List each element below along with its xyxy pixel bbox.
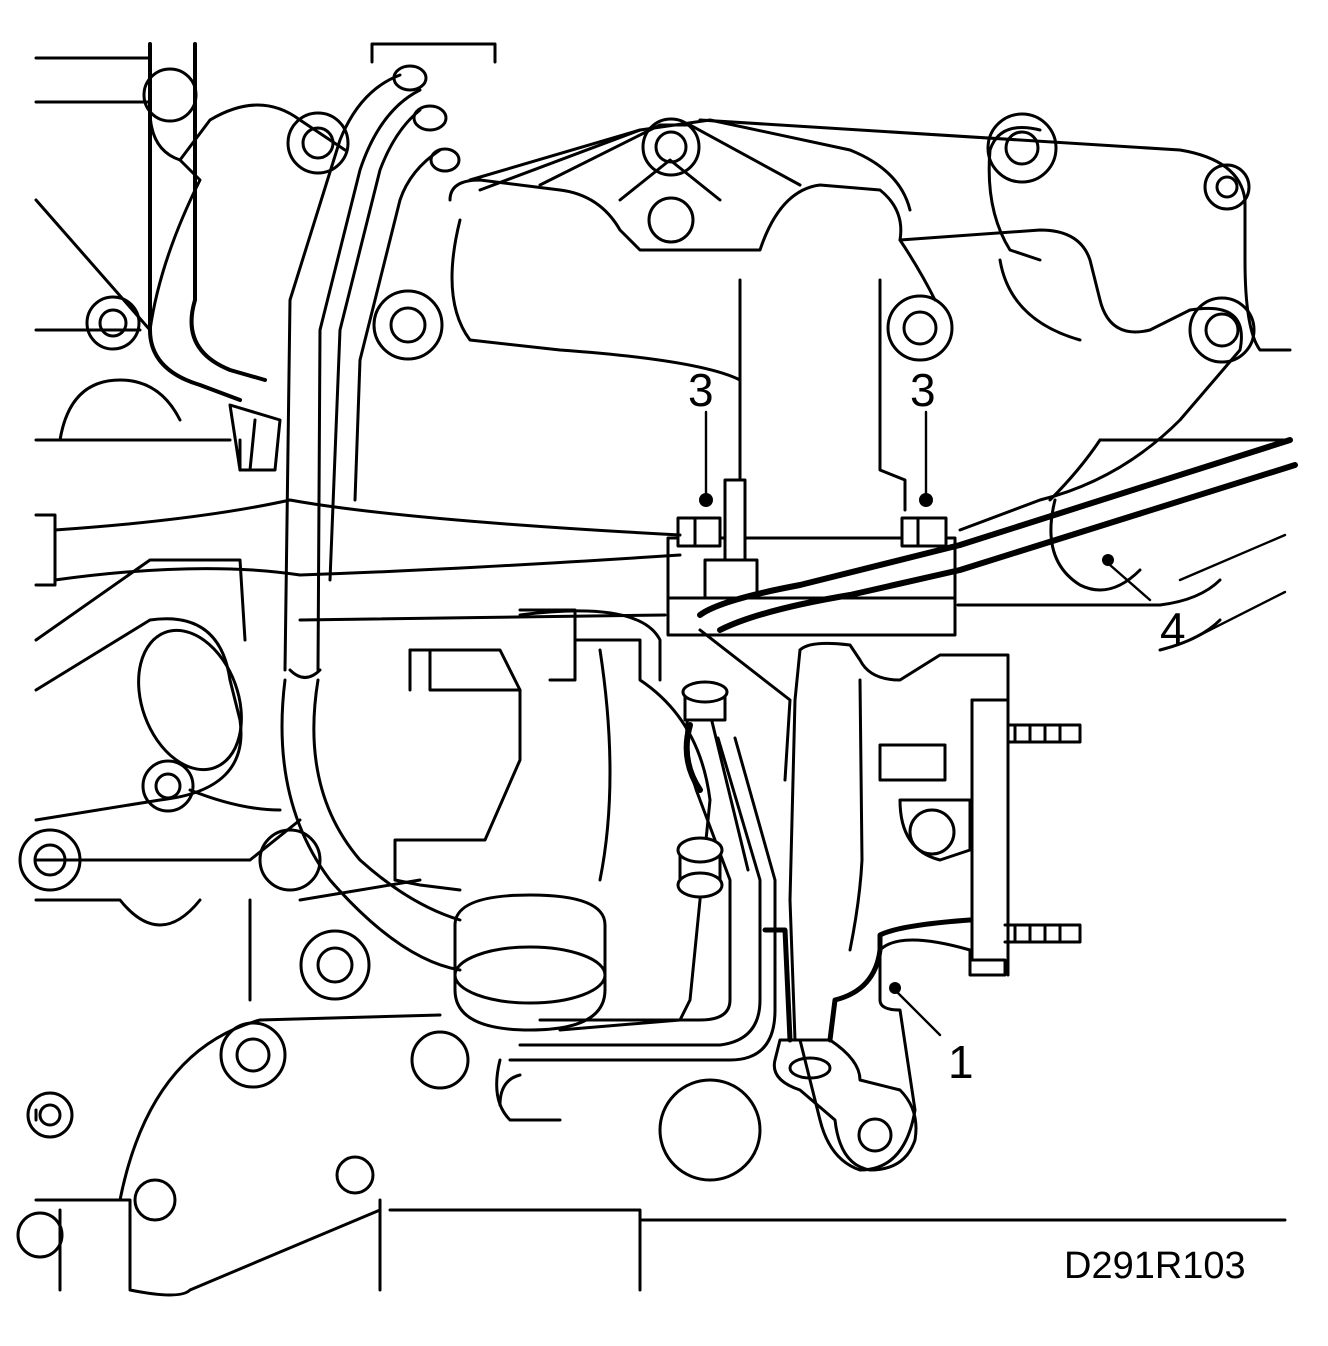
- turbo-flange-bracket: [772, 1038, 918, 1172]
- callout-label-3-right: 3: [910, 364, 936, 416]
- oil-pipe: [495, 698, 777, 1122]
- turbo-support-bracket: [762, 917, 973, 1043]
- callout-label-1: 1: [948, 1036, 974, 1088]
- turbine-housing: [788, 641, 1082, 1172]
- engine-block-boss: [16, 828, 762, 1259]
- hose-clamp: [228, 403, 282, 472]
- retaining-bolt: [676, 516, 948, 548]
- wastegate-actuator: [453, 893, 607, 1032]
- coolant-hose: [280, 64, 462, 972]
- callout-leaders: [699, 410, 1287, 1037]
- exhaust-manifold: [448, 118, 1243, 532]
- oil-pipe-fitting: [676, 680, 729, 899]
- callout-label-3-left: 3: [688, 364, 714, 416]
- wiring-harness: [53, 498, 682, 622]
- figure-reference-code: D291R103: [1064, 1245, 1246, 1287]
- manifold-bolt-boss: [85, 67, 1256, 364]
- lambda-sensor-cable: [697, 437, 1298, 652]
- vacuum-hose: [148, 42, 267, 402]
- callout-label-4: 4: [1160, 603, 1186, 655]
- engine-block-outline: [34, 42, 1292, 1297]
- compressor-housing: [393, 608, 712, 1032]
- intake-pipe: [34, 617, 282, 822]
